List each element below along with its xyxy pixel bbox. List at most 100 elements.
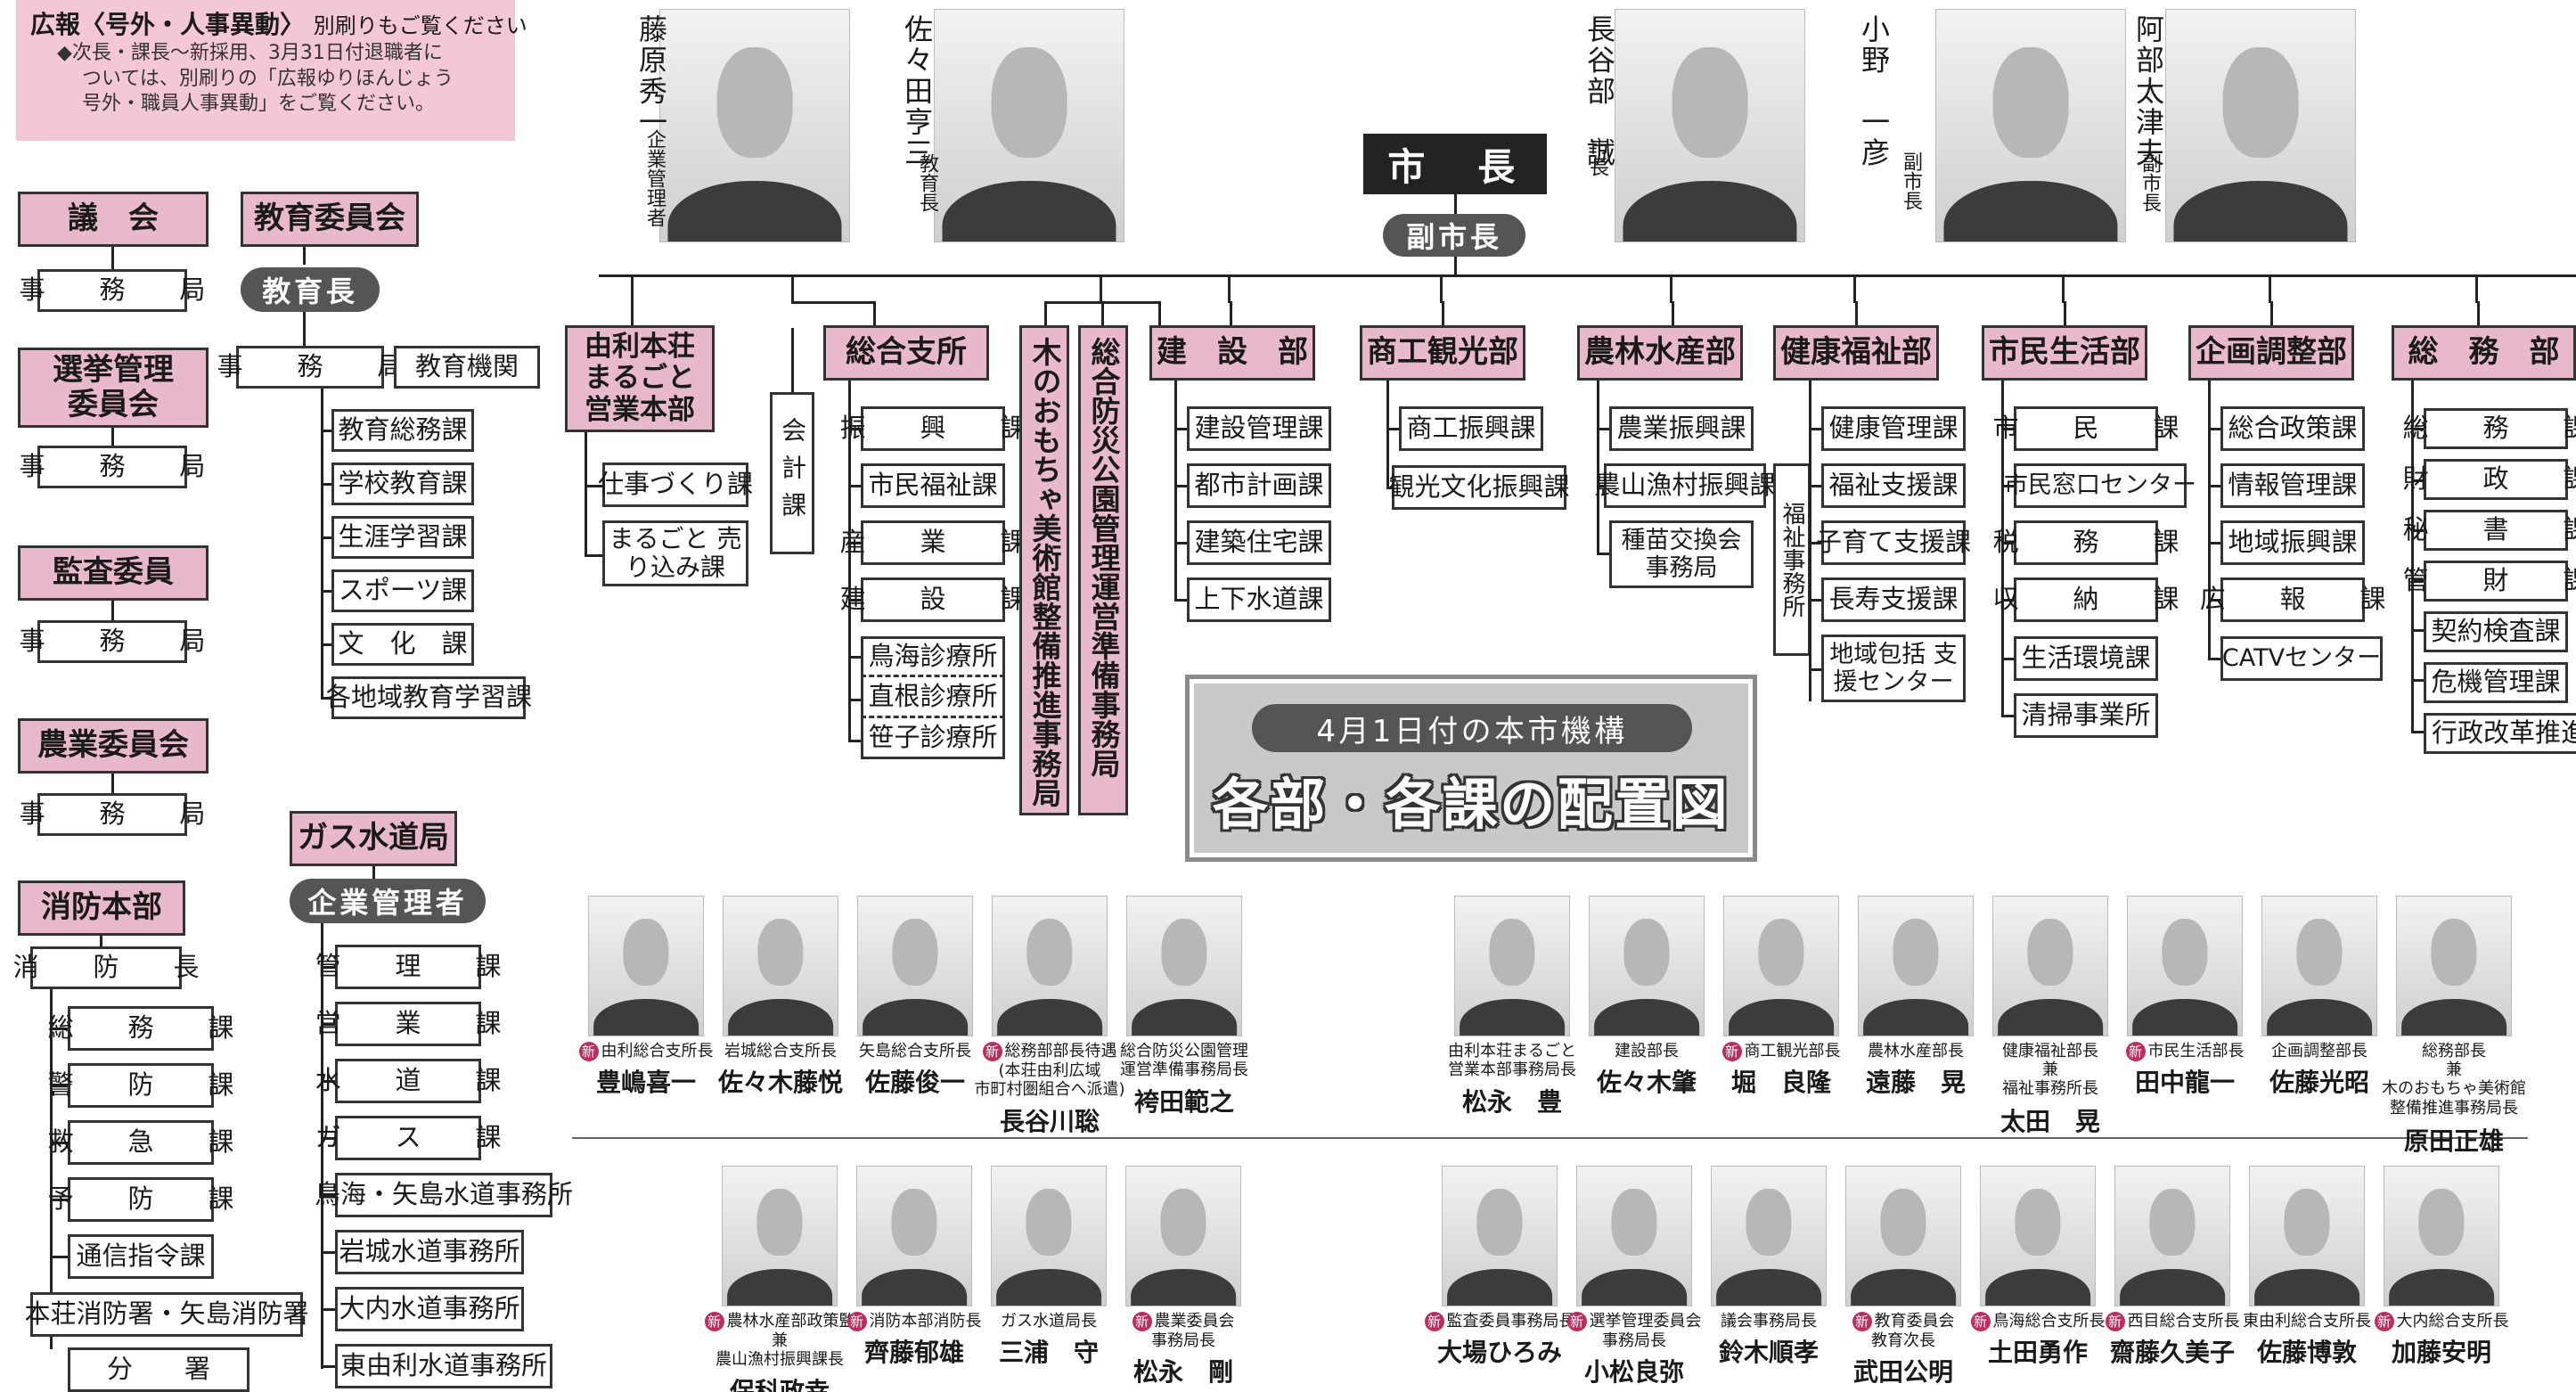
staff-title: 建設部長 [1615, 1042, 1679, 1060]
edu-item: 教育総務課 [331, 409, 474, 452]
gas-item: 東由利水道事務所 [335, 1344, 552, 1388]
staff-title: 新教育委員会教育次長 [1828, 1312, 1979, 1350]
banner-title: 各部・各課の配置図 [1212, 772, 1730, 837]
staff-photo [722, 1166, 838, 1306]
dept-item: 財 政 課 [2403, 459, 2576, 500]
staff-title: 新農林水産部政策監兼農山漁村振興課長 [704, 1312, 855, 1369]
dept-somu: 総 務 部 [2392, 325, 2576, 381]
staff-photo [856, 1166, 972, 1306]
exec-title: 副市長 [1900, 151, 1922, 210]
staff-name: 鈴木順孝 [1718, 1338, 1819, 1367]
exec-name: 佐々田亨三 [900, 14, 934, 168]
notice-line: ◆次長・課長～新採用、3月31日付退職者に [57, 42, 443, 64]
edu-item: 文 化 課 [331, 623, 474, 666]
staff-name: 加藤安明 [2391, 1338, 2491, 1367]
new-badge: 新 [1852, 1312, 1872, 1331]
staff-title: 新由利総合支所長 [570, 1042, 722, 1061]
new-badge: 新 [704, 1312, 724, 1331]
edu-item: スポーツ課 [331, 569, 474, 612]
staff-photo [723, 896, 838, 1036]
nogyo-box: 農業委員会 [18, 718, 209, 774]
staff-name: 武田公明 [1852, 1357, 1953, 1387]
dept-item: 笹子診療所 [861, 718, 1005, 759]
dept-kensetsu: 建 設 部 [1149, 325, 1315, 381]
new-badge: 新 [2125, 1042, 2146, 1061]
staff-photo [1589, 896, 1705, 1036]
shobo-item: 予 防 課 [48, 1177, 233, 1222]
staff-name: 齋藤久美子 [2109, 1338, 2235, 1367]
dept-item: 秘 書 課 [2403, 510, 2576, 551]
vice-mayor: 副市長 [1383, 214, 1525, 257]
exec-title: 市長 [1586, 137, 1608, 176]
dept-item: 長寿支援課 [1821, 577, 1966, 622]
dept-kaikei: 会計課 [770, 392, 814, 554]
staff-name: 佐藤光昭 [2269, 1068, 2369, 1097]
exec-title: 副市長 [2138, 153, 2161, 212]
new-badge: 新 [2105, 1312, 2125, 1331]
dept-norin: 農林水産部 [1577, 325, 1743, 381]
dept-item: 産 業 課 [840, 520, 1026, 565]
staff-name: 袴田範之 [1133, 1087, 1234, 1117]
dept-item: 地域振興課 [2220, 520, 2365, 565]
banner-date: 4月1日付の本市機構 [1252, 704, 1692, 752]
staff-photo [1723, 896, 1839, 1036]
staff-title: 東由利総合支所長 [2243, 1312, 2371, 1331]
dept-item: 市 民 課 [1993, 406, 2179, 451]
staff-photo [1125, 1166, 1241, 1306]
staff-title: 新商工観光部長 [1705, 1042, 1857, 1061]
exec-photo [2165, 9, 2356, 242]
gas-head: 企業管理者 [290, 879, 486, 923]
exec-title: 教育長 [916, 153, 938, 212]
edu-item: 学校教育課 [331, 463, 474, 505]
staff-title: 新市民生活部長 [2109, 1042, 2261, 1061]
dept-yuri: 由利本荘まるごと営業本部 [565, 325, 715, 432]
dept-sogoshisho: 総合支所 [823, 325, 989, 381]
staff-photo [1576, 1166, 1692, 1306]
gikai-office: 事 務 局 [20, 269, 205, 312]
dept-shoko: 商工観光部 [1360, 325, 1525, 381]
staff-photo [992, 896, 1108, 1036]
edu-office: 事 務 局 [217, 346, 403, 389]
notice-line: 号外・職員人事異動」をご覧ください。 [82, 93, 436, 116]
dept-item: 市民窓口センター [2004, 463, 2196, 508]
staff-name: 佐藤俊一 [864, 1068, 965, 1097]
staff-photo [2384, 1166, 2499, 1306]
staff-title: 新消防本部消防長 [838, 1312, 990, 1331]
notice-line: ついては、別刷りの「広報ゆりほんじょう [82, 67, 454, 90]
staff-name: 齊藤郁雄 [863, 1338, 964, 1367]
staff-title: 議会事務局長 [1721, 1312, 1817, 1331]
staff-name: 長谷川聡 [999, 1107, 1100, 1136]
staff-photo [1980, 1166, 2096, 1306]
dept-item: 清掃事業所 [2014, 693, 2158, 738]
dept-item: CATVセンター [2220, 636, 2383, 681]
new-badge: 新 [1566, 1312, 1587, 1331]
dept-item: 危機管理課 [2424, 662, 2568, 703]
staff-name: 原田正雄 [2403, 1126, 2504, 1156]
dept-item: 観光文化振興課 [1389, 465, 1570, 510]
staff-name: 太田 晃 [1999, 1107, 2100, 1136]
new-badge: 新 [1721, 1042, 1742, 1061]
dept-kikaku: 企画調整部 [2188, 325, 2354, 381]
new-badge: 新 [846, 1312, 867, 1331]
dept-item: 農山漁村振興課 [1595, 463, 1776, 508]
shobo-branch: 分 署 [68, 1347, 249, 1392]
staff-title: 由利本荘まるごと営業本部事務局長 [1448, 1042, 1576, 1080]
staff-photo [1126, 896, 1242, 1036]
dept-item: 鳥海診療所 [861, 636, 1005, 677]
dept-item: 情報管理課 [2220, 463, 2365, 508]
gas-item: 営 業 課 [315, 1002, 501, 1046]
staff-name: 大場ひろみ [1436, 1338, 1562, 1367]
staff-title: 総務部長兼木のおもちゃ美術館整備推進事務局長 [2382, 1042, 2526, 1118]
dept-item: 種苗交換会 事務局 [1609, 520, 1754, 588]
dept-item: 管 財 課 [2403, 561, 2576, 602]
new-badge: 新 [578, 1042, 599, 1061]
exec-photo [659, 9, 850, 242]
shobo-chief: 消 防 長 [13, 946, 199, 989]
staff-photo [991, 1166, 1107, 1306]
staff-title: 新総務部部長待遇(本荘由利広域市町村圏組合へ派遣) [974, 1042, 1125, 1100]
dept-museum: 木のおもちゃ美術館整備推進事務局 [1019, 325, 1069, 815]
staff-title: ガス水道局長 [1001, 1312, 1097, 1331]
dept-item: 収 納 課 [1993, 577, 2179, 622]
staff-title: 農林水産部長 [1868, 1042, 1964, 1060]
dept-item: 農業振興課 [1609, 406, 1754, 451]
